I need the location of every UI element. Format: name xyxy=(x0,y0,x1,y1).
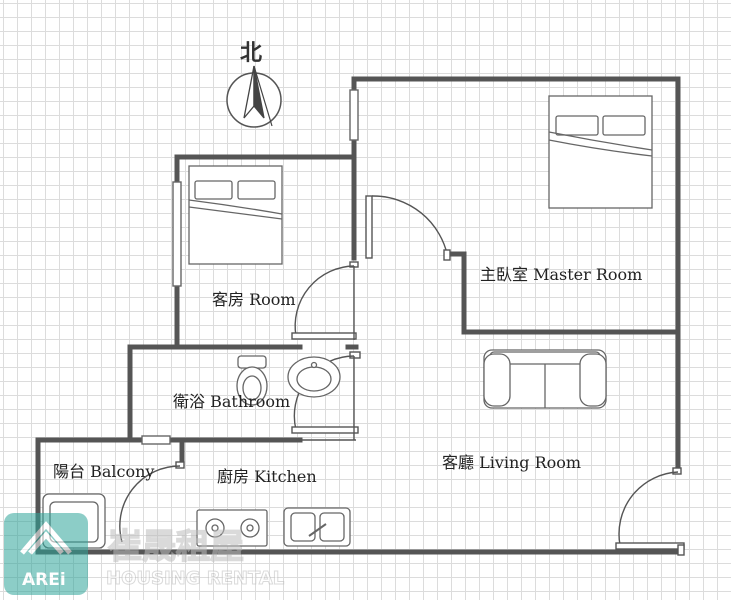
watermark-logo-text: AREi xyxy=(22,570,66,590)
north-compass: 北 xyxy=(226,41,282,128)
room-label-guest: 客房 Room xyxy=(212,290,296,309)
doors xyxy=(119,195,685,556)
room-label-kitchen: 廚房 Kitchen xyxy=(217,467,317,486)
compass-label: 北 xyxy=(240,41,262,66)
door-guest-room xyxy=(291,261,359,340)
door-entrance xyxy=(615,467,685,556)
window-master-west xyxy=(349,89,359,141)
watermark-tagline: HOUSING RENTAL xyxy=(106,568,284,589)
watermark-logo-badge xyxy=(4,513,88,595)
door-balcony xyxy=(119,461,185,543)
room-label-balcony: 陽台 Balcony xyxy=(53,462,154,481)
sofa xyxy=(483,349,607,409)
door-master-room xyxy=(365,195,451,261)
toilet xyxy=(236,355,268,406)
room-label-living: 客廳 Living Room xyxy=(442,453,581,472)
house-logo-icon xyxy=(20,521,72,555)
window-balcony xyxy=(141,435,171,445)
watermark-brand-text: 崔晟租屋 xyxy=(108,527,244,567)
window-guest-west xyxy=(172,181,182,287)
bathroom-sink xyxy=(287,356,341,398)
room-label-master: 主臥室 Master Room xyxy=(480,265,642,284)
room-label-bathroom: 衛浴 Bathroom xyxy=(173,392,290,411)
stove xyxy=(196,509,268,547)
watermark: AREi 崔晟租屋 HOUSING RENTAL xyxy=(4,513,285,595)
compass-arrow-right xyxy=(253,65,265,119)
windows xyxy=(141,89,359,445)
kitchen-sink xyxy=(283,507,351,547)
master-bed xyxy=(548,95,653,209)
guest-bed xyxy=(188,165,283,265)
